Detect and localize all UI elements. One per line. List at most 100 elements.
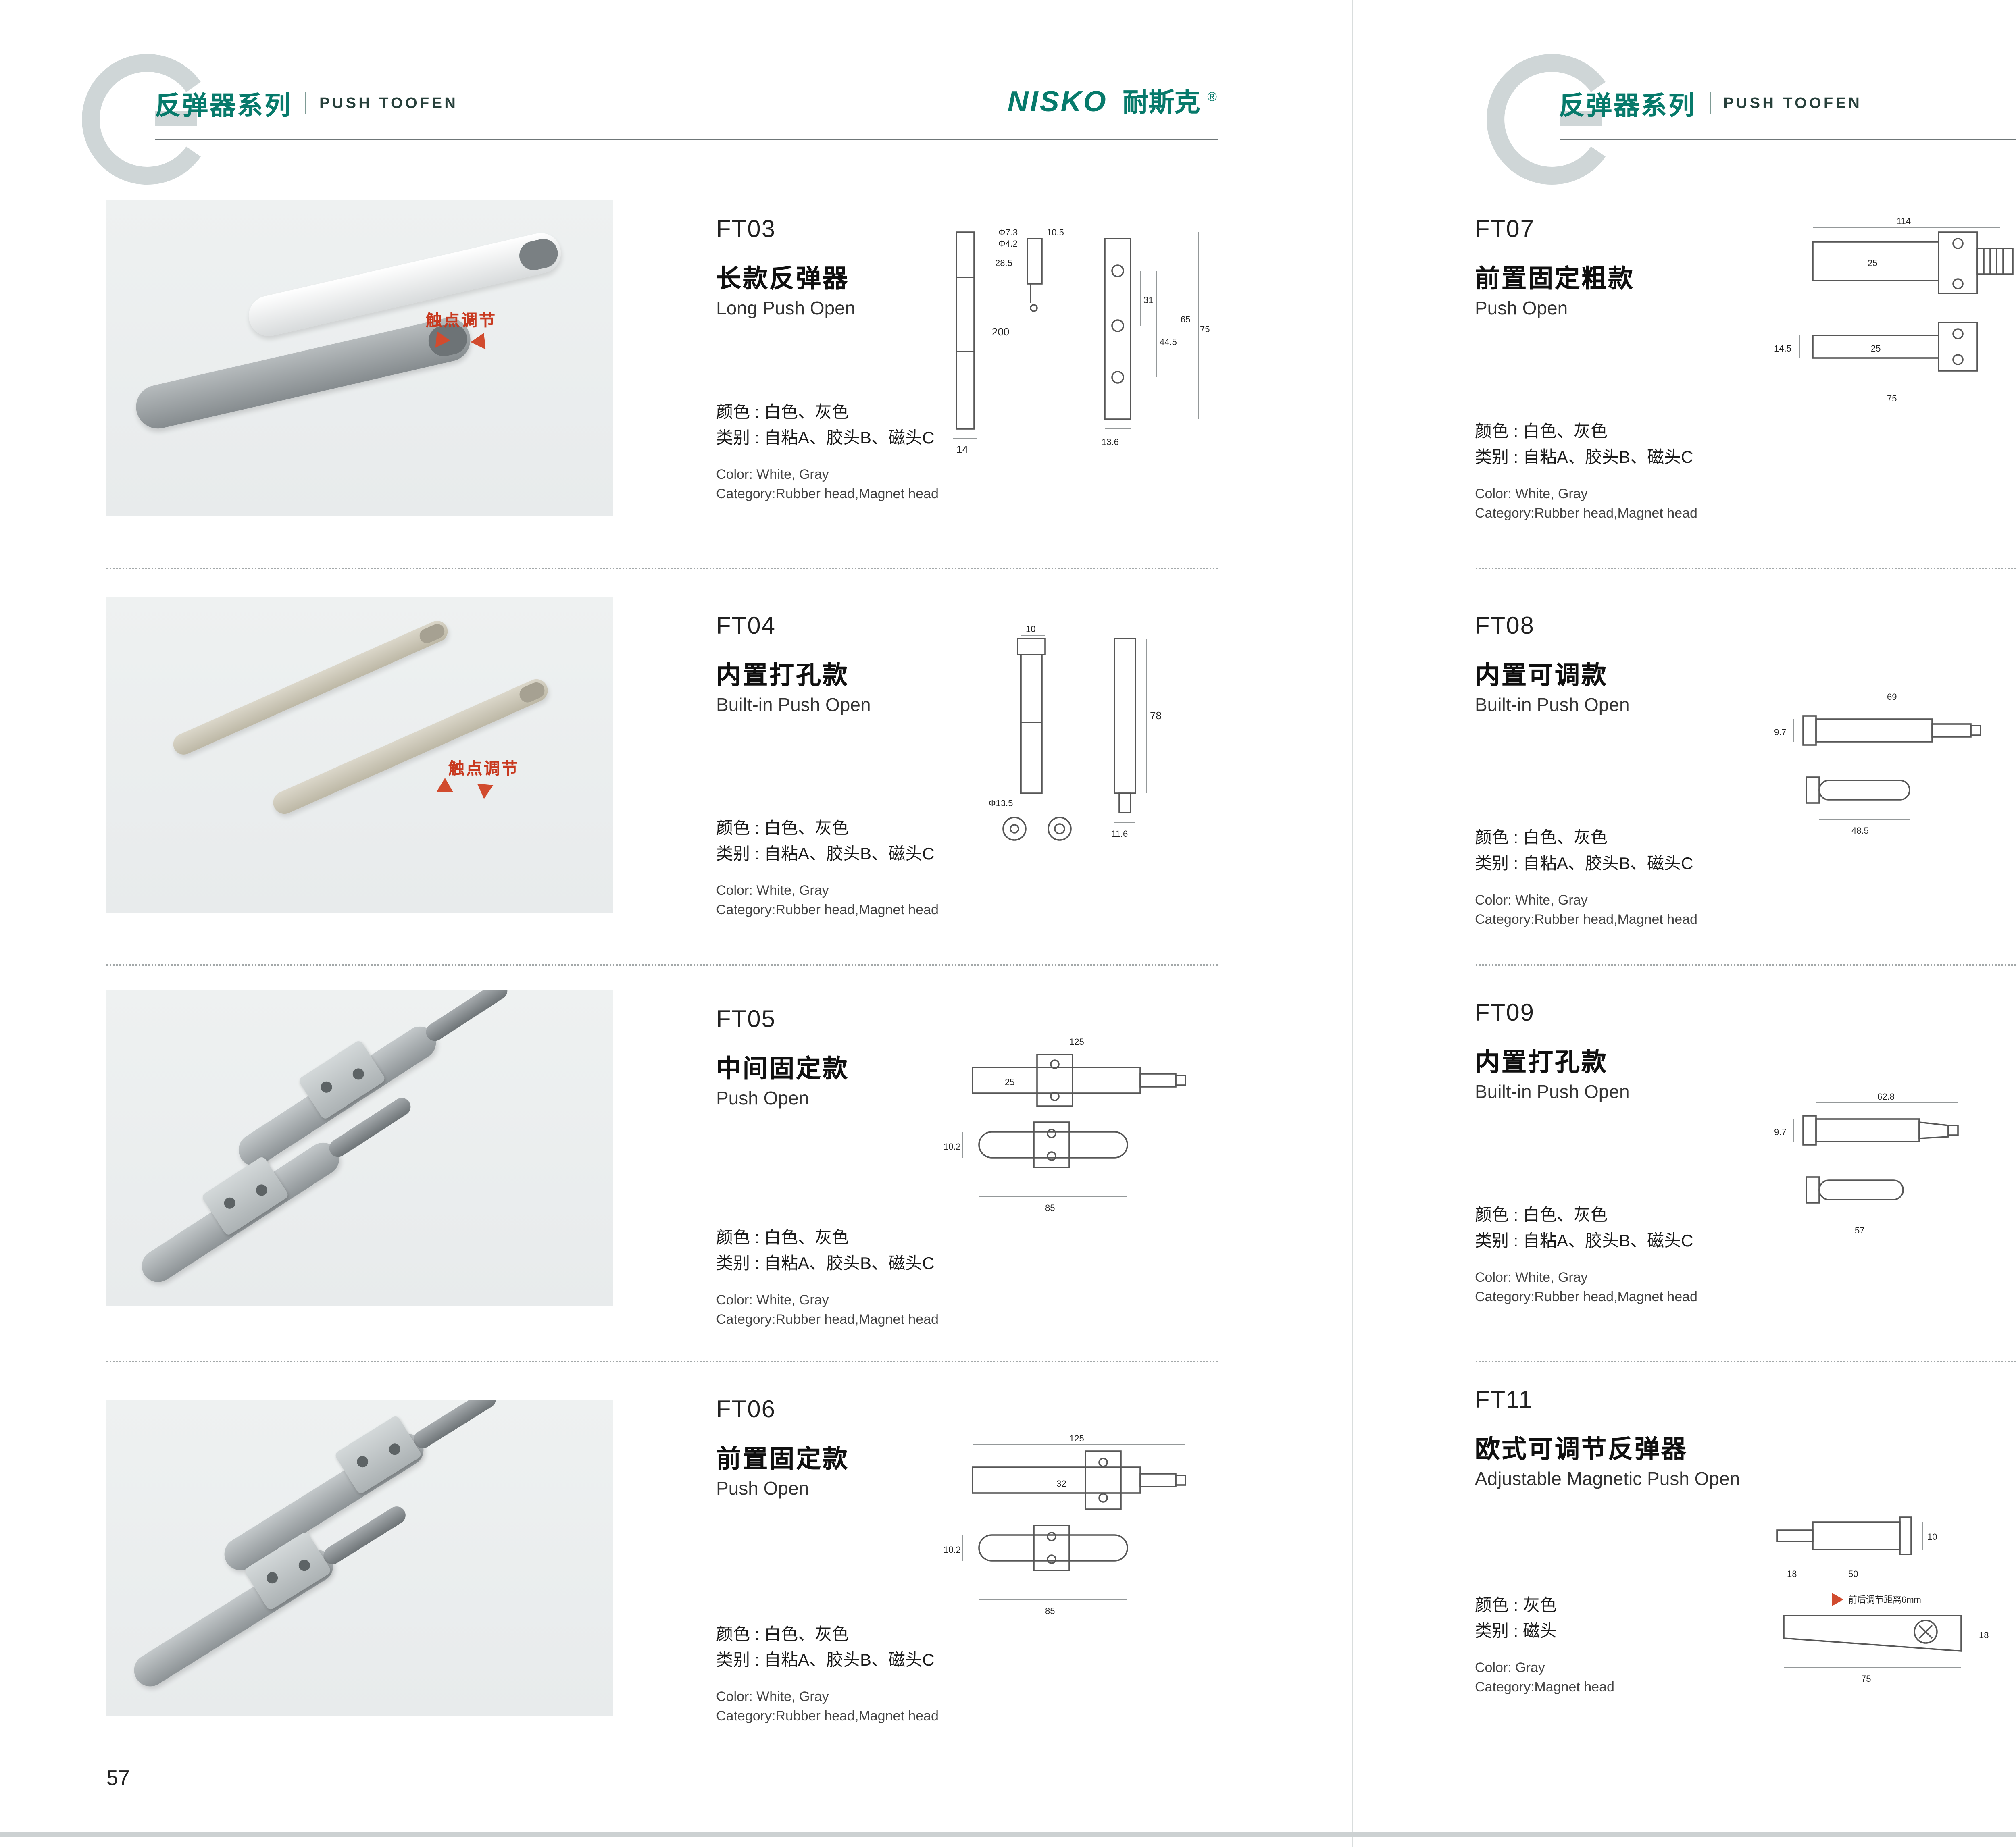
spec-category-en: Category:Rubber head,Magnet head [1475,911,1697,928]
row-separator [106,568,1217,569]
brand-latin: NISKO [1007,85,1108,118]
product-row-ft03: 触点调节 FT03 长款反弹器 Long Push Open 颜色 : 白色、灰… [106,200,1217,555]
row-separator [1475,568,2016,569]
dim-label: 200 [991,326,1008,338]
ft04-annotation: 触点调节 [432,755,519,800]
adjustment-note: 前后调节距离6mm [1847,1595,1920,1605]
dim-label: 10.2 [943,1142,960,1152]
page-header: 反弹器系列 PUSH TOOFEN NISKO 耐斯克 ® [1352,54,2016,185]
spec-category-en: Category:Magnet head [1475,1679,1614,1695]
ft04-name-zh: 内置打孔款 [716,663,850,690]
title-divider [1709,92,1711,114]
product-row-ft04: 触点调节 FT04 内置打孔款 Built-in Push Open 颜色 : … [106,597,1217,951]
ft05-code: FT05 [716,1006,776,1034]
brand-zh: 耐斯克 [1123,90,1200,118]
gray-rod [131,314,475,433]
ft05-photo [106,990,613,1306]
ft04-code: FT04 [716,613,776,640]
dim-label: 85 [1044,1606,1054,1616]
ft03-drawing: 200 14 28.5 Φ7.3 Φ4.2 10.5 31 44.5 13.6 [943,223,1217,464]
ft03-name-en: Long Push Open [716,300,856,319]
ft06-name-zh: 前置固定款 [716,1446,850,1474]
dim-label: 10.2 [943,1545,960,1555]
ft04-drawing: 10 78 11.6 Φ13.5 [975,622,1217,848]
spec-category-en: Category:Rubber head,Magnet head [1475,505,1697,522]
series-title: 反弹器系列 PUSH TOOFEN [1559,84,1862,123]
ft07-name-zh: 前置固定粗款 [1475,266,1635,293]
brand-c-logo-icon [1475,45,1623,202]
product-row-ft06: FT06 前置固定款 Push Open 颜色 : 白色、灰色 类别 : 自粘A… [106,1380,1217,1767]
ft11-drawing: 10 18 50 前后调节距离6mm 18 75 [1757,1487,2016,1696]
page-number-57: 57 [106,1765,130,1789]
product-row-ft07: FT07 前置固定粗款 Push Open 颜色 : 白色、灰色 类别 : 自粘… [1475,200,2016,555]
dim-label: 10 [1926,1532,1936,1542]
ft07-name-en: Push Open [1475,300,1568,319]
dim-label: 10 [1025,624,1035,634]
dim-label: 75 [1886,393,1896,404]
screw-hole [222,1195,237,1211]
brand-logo: NISKO 耐斯克 ® [1008,81,1217,119]
dim-label: 13.6 [1101,437,1118,447]
dim-label: 10.5 [1046,227,1063,237]
product-row-ft08: FT08 内置可调款 Built-in Push Open 颜色 : 白色、灰色… [1475,597,2016,951]
spec-category-en: Category:Rubber head,Magnet head [1475,1289,1697,1305]
spec-color-zh: 颜色 : 灰色 [1475,1596,1557,1616]
dim-label: 11.6 [1110,829,1127,839]
dim-label: 50 [1847,1569,1857,1579]
spec-color-en: Color: White, Gray [716,1291,829,1307]
red-arrow-icon [471,333,492,354]
dim-label: 85 [1044,1203,1054,1213]
red-arrow-icon [476,784,494,800]
ft09-name-zh: 内置打孔款 [1475,1050,1608,1077]
dim-label: 114 [1896,216,1910,226]
spec-color-en: Color: White, Gray [716,881,829,898]
ft11-info: FT11 欧式可调节反弹器 Adjustable Magnetic Push O… [1475,1371,1773,1767]
spec-category-zh: 类别 : 自粘A、胶头B、磁头C [1475,1232,1693,1252]
ft06-specs: 颜色 : 白色、灰色 类别 : 自粘A、胶头B、磁头C Color: White… [716,1622,1055,1727]
spec-color-zh: 颜色 : 白色、灰色 [1475,1206,1608,1225]
product-row-ft05: FT05 中间固定款 Push Open 颜色 : 白色、灰色 类别 : 自粘A… [106,990,1217,1353]
rod-tip [417,621,447,646]
spec-category-zh: 类别 : 磁头 [1475,1622,1557,1642]
page-58: 反弹器系列 PUSH TOOFEN NISKO 耐斯克 ® FT07 前置固定粗… [1352,0,2016,1847]
spec-category-zh: 类别 : 自粘A、胶头B、磁头C [716,1651,935,1671]
ft06-info: FT06 前置固定款 Push Open 颜色 : 白色、灰色 类别 : 自粘A… [716,1380,1014,1767]
series-title-en: PUSH TOOFEN [319,94,458,112]
screw-hole [354,1454,371,1470]
dim-label: 125 [1068,1433,1083,1443]
dim-label: 125 [1068,1037,1083,1047]
spec-category-zh: 类别 : 自粘A、胶头B、磁头C [716,845,935,865]
ft08-info: FT08 内置可调款 Built-in Push Open 颜色 : 白色、灰色… [1475,597,1773,951]
white-rod [244,229,565,340]
dim-label: 31 [1143,295,1152,305]
device-plunger [410,1400,500,1452]
spec-color-en: Color: White, Gray [1475,1268,1588,1285]
header-rule [1559,139,2016,140]
ft03-specs: 颜色 : 白色、灰色 类别 : 自粘A、胶头B、磁头C Color: White… [716,400,1055,505]
ft06-code: FT06 [716,1396,776,1424]
row-separator [106,964,1217,966]
spec-category-en: Category:Rubber head,Magnet head [716,1311,939,1328]
ft09-specs: 颜色 : 白色、灰色 类别 : 自粘A、胶头B、磁头C Color: White… [1475,1203,1814,1308]
ft08-specs: 颜色 : 白色、灰色 类别 : 自粘A、胶头B、磁头C Color: White… [1475,826,1814,930]
dim-label: 57 [1854,1225,1864,1235]
ft07-code: FT07 [1475,216,1535,243]
ft07-specs: 颜色 : 白色、灰色 类别 : 自粘A、胶头B、磁头C Color: White… [1475,419,1814,524]
dim-label: Φ13.5 [988,798,1012,808]
row-separator [1475,964,2016,966]
ft03-code: FT03 [716,216,776,243]
dim-label: 75 [1860,1674,1870,1684]
ft09-drawing: 62.8 9.7 57 [1773,1087,2016,1248]
ft03-photo: 触点调节 [106,200,613,516]
dim-label: 62.8 [1876,1092,1894,1102]
spec-color-en: Color: Gray [1475,1658,1545,1675]
spec-category-en: Category:Rubber head,Magnet head [716,486,939,502]
ft04-specs: 颜色 : 白色、灰色 类别 : 自粘A、胶头B、磁头C Color: White… [716,816,1055,921]
product-row-ft11: FT11 欧式可调节反弹器 Adjustable Magnetic Push O… [1475,1371,2016,1767]
screw-hole [254,1182,270,1198]
spec-category-zh: 类别 : 自粘A、胶头B、磁头C [716,1255,935,1275]
series-title-zh: 反弹器系列 [1559,94,1696,121]
screw-hole [387,1441,403,1457]
ft03-name-zh: 长款反弹器 [716,266,850,293]
